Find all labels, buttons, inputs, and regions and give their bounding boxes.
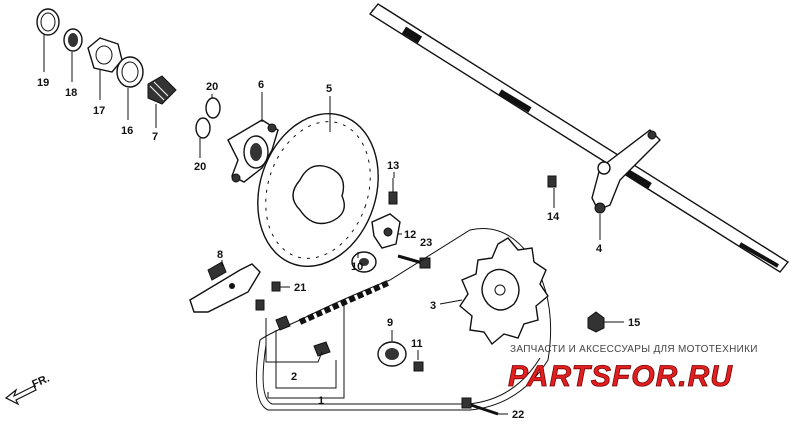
label-2: 2 — [291, 371, 297, 383]
disc-bolt — [388, 178, 398, 205]
part-labels: 19 18 17 16 7 20 20 6 5 13 14 4 12 23 10… — [37, 77, 640, 421]
label-1: 1 — [318, 395, 324, 407]
brake-disc — [257, 112, 379, 268]
driven-sprocket — [459, 237, 549, 346]
case-bolt — [461, 397, 499, 416]
bracket-bolt — [255, 281, 281, 311]
label-16: 16 — [121, 125, 133, 137]
label-7: 7 — [152, 131, 158, 143]
chain-case-bracket — [189, 261, 261, 313]
label-15: 15 — [628, 317, 640, 329]
leader-lines — [43, 34, 624, 415]
brake-hub — [227, 119, 279, 183]
label-11: 11 — [411, 338, 423, 350]
label-4: 4 — [596, 243, 603, 255]
label-17: 17 — [93, 105, 105, 117]
fr-label: FR. — [30, 373, 51, 391]
watermark-brand: PARTSFOR.RU — [508, 360, 733, 393]
front-direction-arrow: FR. — [4, 373, 51, 406]
watermark-tagline: ЗАПЧАСТИ И АКСЕССУАРЫ ДЛЯ МОТОТЕХНИКИ — [510, 344, 758, 355]
label-22: 22 — [512, 409, 524, 421]
bearing-nut — [413, 361, 424, 372]
label-5: 5 — [326, 83, 332, 95]
label-14: 14 — [547, 211, 560, 223]
label-20-top: 20 — [206, 81, 218, 93]
label-9: 9 — [387, 317, 393, 329]
roller-bearing — [377, 341, 407, 367]
axle-end-parts — [36, 8, 177, 105]
chain-guide-slider — [371, 213, 401, 249]
hub-bolt — [547, 175, 557, 188]
label-20-bottom: 20 — [194, 161, 206, 173]
rear-axle — [368, 3, 790, 273]
label-13: 13 — [387, 160, 399, 172]
label-23: 23 — [420, 237, 432, 249]
label-10: 10 — [351, 261, 363, 273]
label-6: 6 — [258, 79, 264, 91]
label-18: 18 — [65, 87, 77, 99]
watermark: ЗАПЧАСТИ И АКСЕССУАРЫ ДЛЯ МОТОТЕХНИКИ PA… — [508, 344, 758, 393]
label-12: 12 — [404, 229, 416, 241]
label-3: 3 — [430, 300, 436, 312]
label-8: 8 — [217, 249, 223, 261]
label-19: 19 — [37, 77, 49, 89]
label-21: 21 — [294, 282, 306, 294]
o-rings — [195, 97, 221, 139]
sprocket-nut — [587, 311, 605, 333]
